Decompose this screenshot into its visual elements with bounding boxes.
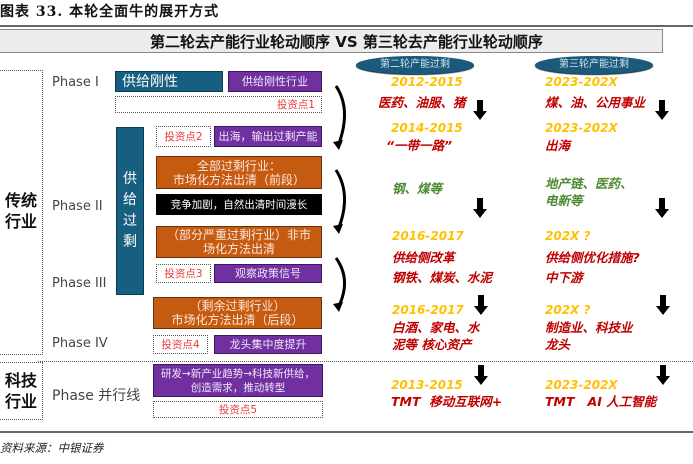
diagram-header: 第二轮去产能行业轮动顺序 VS 第三轮去产能行业轮动顺序 (150, 33, 543, 51)
top-rule (0, 25, 693, 27)
traditional-group-box (0, 70, 43, 355)
all-oversupply-market-clearing-box: 全部过剩行业： 市场化方法出清（前段） (156, 156, 322, 189)
curved-arrow-2-head (333, 224, 343, 234)
down-arrow-icon (655, 100, 669, 120)
down-arrow-icon (656, 295, 670, 315)
second-year-5: 2016-2017 (392, 303, 464, 317)
third-round-label: 第三轮产能过剩 (535, 56, 653, 74)
source-note: 资料来源：中银证券 (0, 441, 104, 455)
curved-arrow-1-head (333, 140, 343, 150)
tech-group-box (0, 362, 43, 420)
export-overcapacity-box: 出海，输出过剩产能 (214, 126, 322, 147)
curved-arrow-3 (334, 257, 346, 309)
phase-parallel-label: Phase 并行线 (52, 388, 141, 404)
second-year-4: 2016-2017 (392, 229, 464, 243)
second-sector-6: TMT 移动互联网+ (391, 394, 503, 409)
remaining-oversupply-box: （剩余过剩行业） 市场化方法出清（后段） (153, 297, 322, 329)
third-sector-5: 制造业、科技业 龙头 (545, 320, 633, 352)
down-arrow-icon (474, 295, 488, 315)
investment-point-2: 投资点2 (156, 126, 211, 147)
competition-box: 竞争加剧，自然出清时间漫长 (156, 194, 322, 215)
phase-2-label: Phase II (52, 199, 103, 214)
second-year-6: 2013-2015 (391, 378, 463, 392)
phase-1-label: Phase I (52, 75, 99, 90)
third-year-5: 202X ? (545, 303, 591, 317)
third-year-2: 2023-202X (545, 121, 618, 135)
down-arrow-icon (473, 198, 487, 218)
figure-title: 图表 33. 本轮全面牛的展开方式 (0, 4, 220, 20)
third-sector-6: TMT AI 人工智能 (545, 394, 657, 409)
investment-point-3: 投资点3 (156, 264, 211, 283)
second-sector-2: “一带一路” (386, 138, 453, 153)
curved-arrow-2 (334, 169, 347, 231)
investment-point-4: 投资点4 (153, 335, 208, 354)
supply-rigidity-box: 供给刚性 (115, 71, 223, 92)
bottom-rule (0, 431, 693, 433)
third-sector-1: 煤、油、公用事业 (545, 95, 646, 110)
down-arrow-icon (656, 365, 670, 385)
phase-3-label: Phase III (52, 276, 107, 291)
second-sector-4: 供给侧改革 钢铁、煤炭、水泥 (392, 250, 493, 285)
curved-arrow-1 (334, 85, 347, 147)
tech-path-box: 研发→新产业趋势→科技新供给， 创造需求，推动转型 (153, 364, 323, 397)
oversupply-vertical-bar: 供给过剩 (116, 127, 144, 295)
leader-concentration-box: 龙头集中度提升 (214, 335, 322, 354)
section-divider (38, 361, 693, 362)
down-arrow-icon (474, 365, 488, 385)
second-year-2: 2014-2015 (391, 121, 463, 135)
partial-oversupply-box: （部分严重过剩行业）非市 场化方法出清 (156, 226, 322, 258)
third-year-6: 2023-202X (545, 378, 618, 392)
investment-point-5: 投资点5 (153, 401, 323, 418)
second-sector-5: 白酒、家电、水 泥等 核心资产 (392, 320, 480, 352)
third-year-1: 2023-202X (545, 75, 618, 89)
policy-signal-box: 观察政策信号 (214, 264, 322, 283)
investment-point-1: 投资点1 (115, 96, 322, 113)
third-sector-3: 地产链、医药、 电新等 (545, 176, 633, 208)
down-arrow-icon (473, 100, 487, 120)
curved-arrow-3-head (333, 302, 343, 312)
supply-rigid-industry-box: 供给刚性行业 (228, 71, 322, 92)
second-sector-1: 医药、油服、猪 (378, 95, 466, 110)
third-sector-2: 出海 (545, 138, 571, 153)
tech-industry-label: 科技 行业 (4, 371, 37, 411)
third-year-4: 202X ? (545, 229, 591, 243)
second-round-label: 第二轮产能过剩 (356, 56, 474, 74)
third-sector-4: 供给侧优化措施? 中下游 (545, 250, 640, 285)
header-bar (0, 29, 663, 53)
down-arrow-icon (655, 198, 669, 218)
flow-arrows (333, 85, 347, 312)
second-sector-3: 钢、煤等 (392, 181, 443, 196)
phase-4-label: Phase IV (52, 336, 108, 351)
second-year-1: 2012-2015 (391, 75, 463, 89)
traditional-industry-label: 传统 行业 (4, 191, 37, 231)
